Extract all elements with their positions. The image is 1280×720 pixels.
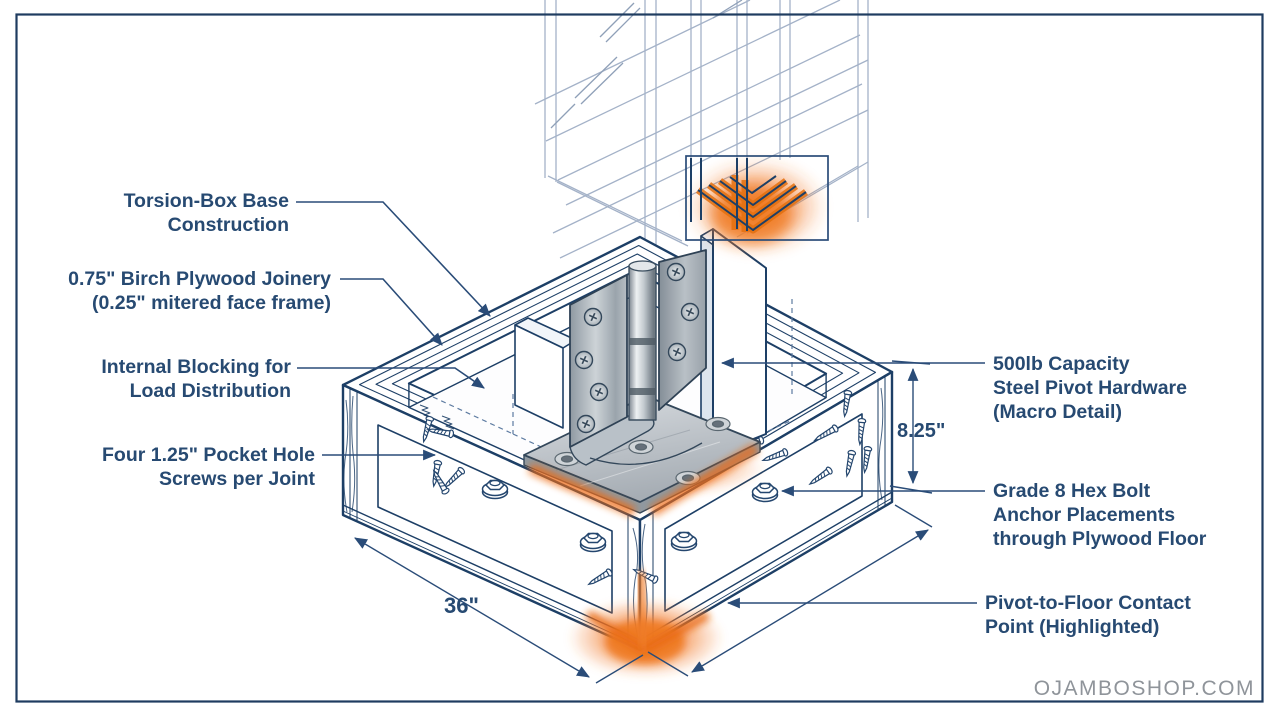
inset-frame [685,155,829,241]
label-pivot-floor-contact: Pivot-to-Floor Contact Point (Highlighte… [985,592,1191,638]
label-pocket-hole-screws: Four 1.25" Pocket Hole Screws per Joint [102,444,315,490]
dimension-lines [354,360,933,684]
internal-blocking-block [514,317,577,429]
label-birch-plywood-joinery: 0.75" Birch Plywood Joinery (0.25" miter… [68,268,331,314]
label-torsion-box-base: Torsion-Box Base Construction [123,190,289,236]
dimension-width: 36" [444,593,479,618]
macro-detail-inset [685,155,829,255]
label-hex-bolt-anchors: Grade 8 Hex Bolt Anchor Placements throu… [993,480,1207,550]
plate-base-highlight [528,443,759,517]
watermark: OJAMBOSHOP.COM [1033,677,1255,700]
dimension-height: 8.25" [897,420,946,442]
hinge-leaf-right [658,249,707,411]
page-border [15,13,1264,703]
label-steel-pivot-hardware: 500lb Capacity Steel Pivot Hardware (Mac… [993,353,1187,423]
wall-right-panel [664,413,863,612]
label-internal-blocking: Internal Blocking for Load Distribution [101,356,291,402]
steel-pivot-hinge [523,249,761,514]
hinge-pin [628,260,657,421]
